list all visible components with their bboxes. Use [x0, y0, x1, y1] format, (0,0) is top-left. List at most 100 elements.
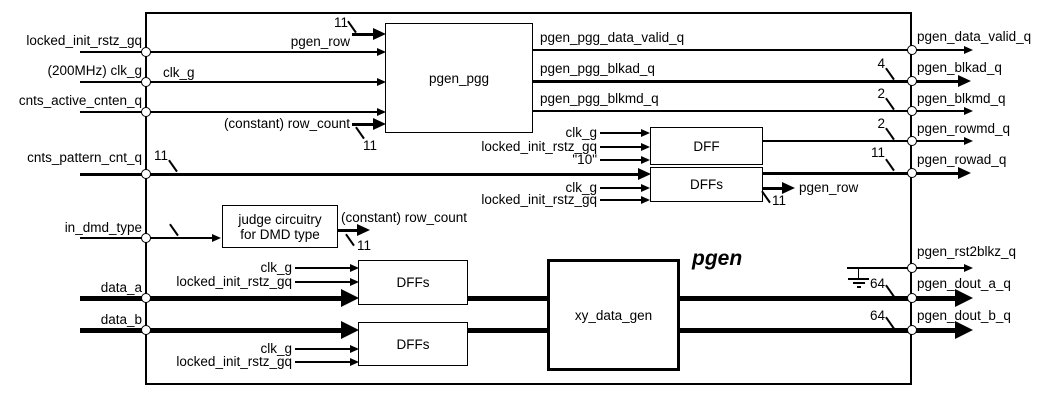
- net-label-row-count-in: (constant) row_count: [223, 116, 350, 131]
- output-label-pgen-blkad-q: pgen_blkad_q: [917, 60, 1002, 75]
- wire-dff-const: [600, 159, 642, 161]
- bus-width-blkad: 4: [877, 56, 885, 71]
- net-label-dff-clk: clk_g: [565, 125, 597, 140]
- wire-rowmd-out: [763, 140, 965, 142]
- port-data-b: [141, 325, 151, 335]
- wire-dffsb-clk: [295, 348, 351, 350]
- block-judge-circuitry: judge circuitry for DMD type: [222, 205, 338, 248]
- port-cnts-pattern-cnt-q: [141, 169, 151, 179]
- net-label-dffsb-clk: clk_g: [260, 341, 292, 356]
- input-label-in-dmd-type: in_dmd_type: [64, 220, 142, 235]
- arrowhead: [357, 224, 370, 236]
- block-judge-line2: for DMD type: [240, 226, 320, 242]
- wire-pgg-data-valid: [533, 49, 965, 51]
- arrowhead: [958, 167, 971, 179]
- wire-rst2blkz: [847, 267, 965, 269]
- ground-icon: [852, 281, 865, 284]
- arrowhead: [955, 321, 973, 339]
- bus-width-rowmd: 2: [877, 116, 885, 131]
- ground-icon: [848, 277, 869, 280]
- net-label-dff-rst: locked_init_rstz_gq: [481, 139, 597, 154]
- input-label-clk-g: (200MHz) clk_g: [47, 63, 142, 78]
- port-cnts-active-cnten-q: [141, 107, 151, 117]
- bus-width-pgen-row-out: 11: [772, 193, 787, 208]
- bus-width-blkmd: 2: [877, 86, 885, 101]
- input-label-data-b: data_b: [100, 312, 142, 327]
- wire-dout-a: [680, 295, 956, 301]
- net-label-dffsb-rst: locked_init_rstz_gq: [176, 354, 292, 369]
- arrowhead: [350, 357, 359, 366]
- block-dffs-b: DFFs: [358, 322, 468, 366]
- block-pgen-pgg: pgen_pgg: [385, 23, 533, 133]
- arrowhead: [341, 321, 359, 339]
- block-xy-data-gen: xy_data_gen: [547, 259, 680, 371]
- input-label-cnts-active-cnten-q: cnts_active_cnten_q: [18, 93, 142, 108]
- ground-icon: [857, 268, 860, 278]
- port-in-dmd-type: [141, 233, 151, 243]
- output-label-pgen-dout-b-q: pgen_dout_b_q: [917, 308, 1011, 323]
- net-label-dffs-clk: clk_g: [565, 180, 597, 195]
- port-pgen-dout-a-q: [907, 293, 917, 303]
- port-locked-init-rstz-gq: [141, 47, 151, 57]
- block-dffs-b-label: DFFs: [396, 336, 430, 352]
- output-label-pgen-dout-a-q: pgen_dout_a_q: [917, 276, 1011, 291]
- wire-dff-rst: [600, 146, 642, 148]
- wire-pgg-blkmd: [533, 110, 965, 112]
- block-dff: DFF: [650, 127, 763, 165]
- wire-dffsb-to-xy: [468, 327, 547, 333]
- wire-data-b: [80, 327, 343, 333]
- arrowhead: [641, 155, 650, 164]
- arrowhead: [350, 263, 359, 272]
- wire-row-count-stub: [352, 122, 375, 126]
- block-dff-label: DFF: [693, 138, 720, 154]
- wire-pgen-row-stub: [352, 32, 375, 36]
- output-label-pgen-rst2blkz-q: pgen_rst2blkz_q: [917, 244, 1017, 259]
- bus-width-pgen-row-in: 11: [333, 15, 348, 30]
- output-label-pgen-blkmd-q: pgen_blkmd_q: [917, 91, 1006, 106]
- arrowhead: [641, 128, 650, 137]
- wire-dout-b: [680, 327, 956, 333]
- wire-pgen-row-out: [763, 186, 783, 190]
- net-label-dffsa-rst: locked_init_rstz_gq: [176, 274, 292, 289]
- wire-rowad-out: [763, 171, 959, 175]
- input-label-locked-init-rstz-gq: locked_init_rstz_gq: [26, 33, 142, 48]
- net-label-pgen-row-out: pgen_row: [799, 180, 859, 195]
- bus-width-dout-b: 64: [869, 308, 885, 323]
- port-pgen-rowad-q: [907, 168, 917, 178]
- net-label-dff-const: "10": [572, 152, 597, 167]
- net-label-pgen-row-in: pgen_row: [290, 34, 350, 49]
- net-label-dffs-rst: locked_init_rstz_gq: [481, 192, 597, 207]
- net-label-pgg-data-valid: pgen_pgg_data_valid_q: [540, 30, 685, 45]
- arrowhead: [964, 136, 973, 145]
- net-label-pgg-blkad: pgen_pgg_blkad_q: [540, 61, 655, 76]
- arrowhead: [341, 289, 359, 307]
- arrowhead: [212, 233, 221, 242]
- arrowhead: [373, 118, 386, 130]
- net-label-clk-g-inside: clk_g: [163, 65, 195, 80]
- wire-dffsa-clk: [295, 267, 351, 269]
- bus-width-dout-a: 64: [869, 276, 885, 291]
- block-dffs: DFFs: [650, 167, 763, 202]
- port-pgen-rst2blkz-q: [907, 263, 917, 273]
- bus-width-rowad: 11: [870, 145, 885, 160]
- wire-dffs-rst: [600, 199, 642, 201]
- block-dffs-label: DFFs: [690, 177, 723, 192]
- arrowhead: [641, 142, 650, 151]
- wire-judge-out: [338, 228, 358, 232]
- net-label-dffsa-clk: clk_g: [260, 260, 292, 275]
- wire-dffsa-rst: [295, 281, 351, 283]
- arrowhead: [641, 195, 650, 204]
- wire-dffsa-to-xy: [468, 295, 547, 301]
- port-data-a: [141, 293, 151, 303]
- block-judge-line1: judge circuitry: [238, 211, 322, 227]
- arrowhead: [964, 263, 973, 272]
- net-label-pgg-blkmd: pgen_pgg_blkmd_q: [540, 91, 659, 106]
- wire-data-a: [80, 295, 343, 301]
- bus-width-judge-out: 11: [357, 238, 372, 253]
- arrowhead: [958, 75, 971, 87]
- port-pgen-blkad-q: [907, 76, 917, 86]
- arrowhead: [377, 77, 386, 86]
- block-xy-data-gen-label: xy_data_gen: [574, 307, 653, 323]
- arrowhead: [373, 28, 386, 40]
